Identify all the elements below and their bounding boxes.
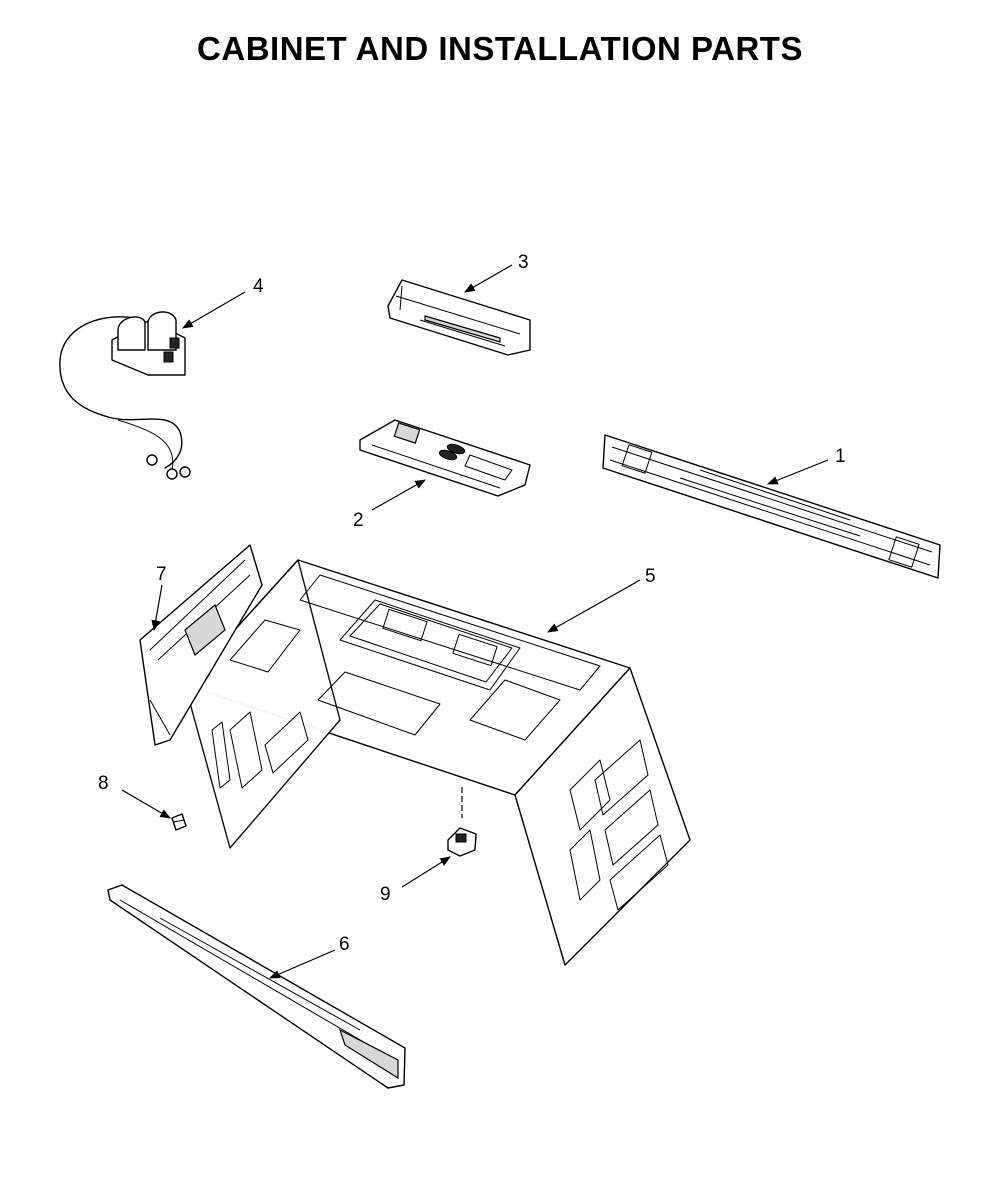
part-5-cabinet[interactable] xyxy=(184,559,691,966)
part-2-plate[interactable] xyxy=(359,419,531,497)
leader-5 xyxy=(547,579,641,633)
callout-4: 4 xyxy=(253,276,264,297)
callout-8: 8 xyxy=(98,773,109,794)
callout-6: 6 xyxy=(339,934,350,955)
leader-3 xyxy=(464,264,513,293)
leader-9 xyxy=(401,856,451,888)
callout-7: 7 xyxy=(156,564,167,585)
leader-1 xyxy=(766,459,829,485)
part-9-clip[interactable] xyxy=(447,787,477,857)
callout-1: 1 xyxy=(835,446,846,467)
part-6-vent-grille[interactable] xyxy=(107,884,406,1089)
leader-6 xyxy=(269,949,336,979)
leader-2 xyxy=(371,479,426,511)
leader-4 xyxy=(182,291,246,329)
diagram-title: CABINET AND INSTALLATION PARTS xyxy=(197,30,803,67)
part-1-mounting-rail[interactable] xyxy=(602,434,941,579)
leader-8 xyxy=(121,789,171,819)
callout-9: 9 xyxy=(380,884,391,905)
part-8-screw[interactable] xyxy=(171,813,187,831)
part-3-bracket[interactable] xyxy=(387,279,531,356)
callout-2: 2 xyxy=(353,510,364,531)
part-7-side-vent[interactable] xyxy=(139,544,263,746)
part-4-power-cord[interactable] xyxy=(59,311,191,480)
callout-5: 5 xyxy=(645,566,656,587)
callout-3: 3 xyxy=(518,252,529,273)
leader-7 xyxy=(151,584,163,632)
